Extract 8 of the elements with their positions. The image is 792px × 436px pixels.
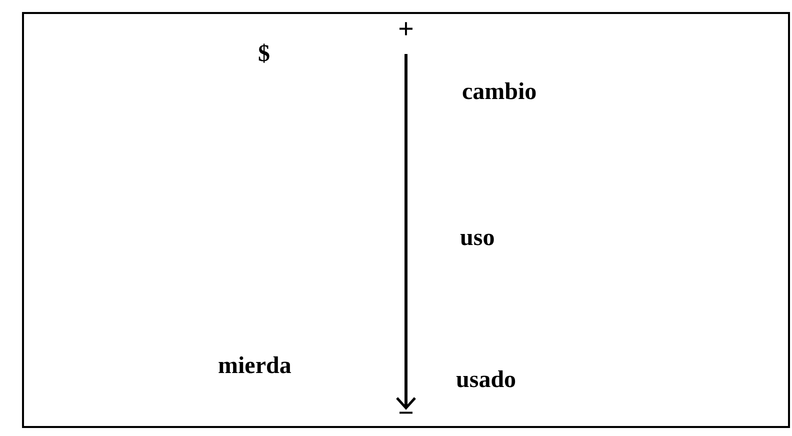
word-label: cambio (462, 80, 537, 104)
word-label: mierda (218, 354, 292, 378)
sign-text: − (398, 400, 414, 428)
word-label: $ (258, 42, 270, 66)
arrow (396, 54, 416, 410)
word-label: uso (460, 226, 495, 250)
word-label: usado (456, 368, 516, 392)
sign-text: + (398, 16, 414, 44)
